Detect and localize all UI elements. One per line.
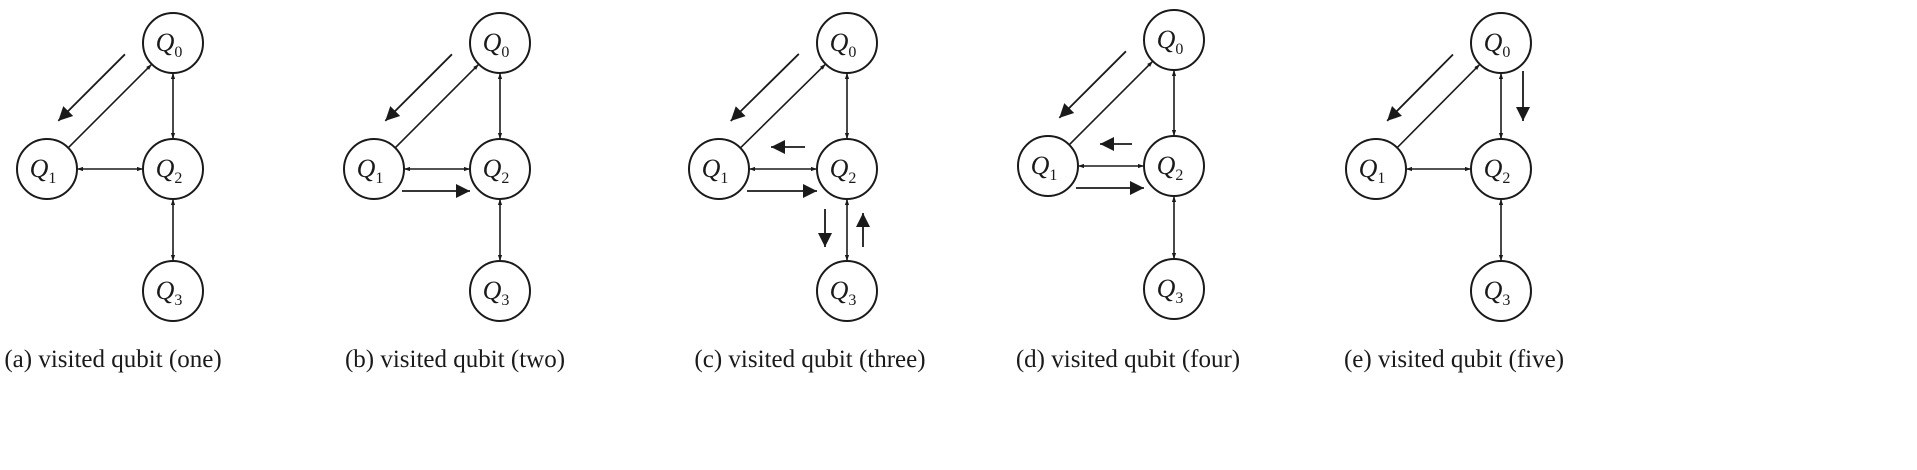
visit-flow-arrow (1386, 53, 1454, 122)
node-circle (1017, 135, 1079, 197)
node-q1: Q1 (1345, 138, 1407, 200)
node-label: Q3 (830, 276, 857, 309)
visit-flow-arrow (57, 53, 126, 122)
edge-q1-q0 (739, 63, 827, 149)
node-circle (1470, 12, 1532, 74)
node-label: Q3 (1484, 276, 1511, 309)
edge-q1-q0 (1396, 63, 1481, 149)
node-circle (343, 138, 405, 200)
node-label: Q3 (156, 276, 183, 309)
node-q2: Q2 (1143, 135, 1205, 197)
node-q1: Q1 (688, 138, 750, 200)
node-label: Q3 (1157, 274, 1184, 307)
node-q3: Q3 (1470, 260, 1532, 322)
node-label: Q0 (483, 28, 510, 61)
node-circle (142, 12, 204, 74)
node-circle (469, 138, 531, 200)
node-label: Q0 (156, 28, 183, 61)
panel-caption: (e) visited qubit (five) (1344, 346, 1564, 373)
visit-flow-arrow (1058, 50, 1127, 119)
node-label: Q0 (830, 28, 857, 61)
node-q2: Q2 (469, 138, 531, 200)
node-label: Q1 (357, 154, 384, 187)
node-circle (469, 260, 531, 322)
node-q2: Q2 (816, 138, 878, 200)
node-circle (142, 260, 204, 322)
node-label: Q2 (830, 154, 857, 187)
node-q0: Q0 (142, 12, 204, 74)
node-q3: Q3 (469, 260, 531, 322)
node-circle (1143, 9, 1205, 71)
node-label: Q0 (1484, 28, 1511, 61)
node-q0: Q0 (469, 12, 531, 74)
node-label: Q3 (483, 276, 510, 309)
panel-caption: (d) visited qubit (four) (1016, 346, 1240, 373)
panel-caption: (a) visited qubit (one) (4, 346, 221, 373)
visit-flow-arrow (730, 53, 800, 122)
node-q1: Q1 (343, 138, 405, 200)
node-q0: Q0 (816, 12, 878, 74)
node-circle (1470, 138, 1532, 200)
visit-flow-arrow (384, 53, 453, 122)
node-circle (816, 138, 878, 200)
node-circle (469, 12, 531, 74)
edge-q1-q0 (67, 63, 153, 149)
node-q0: Q0 (1143, 9, 1205, 71)
node-label: Q2 (483, 154, 510, 187)
edge-q1-q0 (1068, 60, 1154, 146)
node-circle (142, 138, 204, 200)
node-circle (816, 260, 878, 322)
panel-caption: (c) visited qubit (three) (694, 346, 925, 373)
node-q3: Q3 (142, 260, 204, 322)
node-q1: Q1 (1017, 135, 1079, 197)
node-q1: Q1 (16, 138, 78, 200)
node-label: Q1 (1031, 151, 1058, 184)
node-circle (1143, 258, 1205, 320)
node-circle (16, 138, 78, 200)
node-circle (688, 138, 750, 200)
node-q2: Q2 (142, 138, 204, 200)
node-label: Q0 (1157, 25, 1184, 58)
node-label: Q1 (702, 154, 729, 187)
node-label: Q2 (1484, 154, 1511, 187)
node-label: Q1 (1359, 154, 1386, 187)
node-circle (1345, 138, 1407, 200)
node-circle (1143, 135, 1205, 197)
edge-q1-q0 (394, 63, 480, 149)
panel-caption: (b) visited qubit (two) (345, 346, 565, 373)
node-label: Q2 (1157, 151, 1184, 184)
node-circle (1470, 260, 1532, 322)
node-q3: Q3 (1143, 258, 1205, 320)
node-q3: Q3 (816, 260, 878, 322)
node-q0: Q0 (1470, 12, 1532, 74)
node-circle (816, 12, 878, 74)
node-q2: Q2 (1470, 138, 1532, 200)
node-label: Q2 (156, 154, 183, 187)
node-label: Q1 (30, 154, 57, 187)
